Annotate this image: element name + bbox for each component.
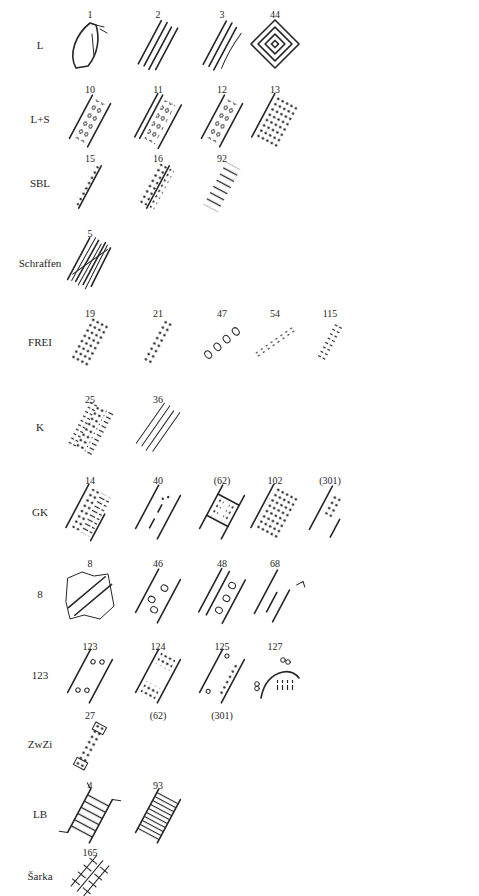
motif-68: [254, 568, 306, 628]
callout-number: 44: [270, 9, 280, 20]
callout-number: 124: [151, 641, 166, 652]
row-label: L+S: [30, 113, 49, 125]
motif-62: [200, 484, 245, 539]
callout-number: 47: [217, 308, 227, 319]
callout-number: 11: [153, 84, 163, 95]
motif-46: [136, 568, 181, 623]
row-label: 123: [32, 669, 49, 681]
row-label: ZwZi: [28, 738, 52, 750]
row-label: L: [37, 39, 44, 51]
callout-number: 19: [85, 308, 95, 319]
callout-number: 14: [85, 475, 95, 486]
callout-number: 68: [270, 558, 280, 569]
callout-number: 5: [88, 228, 93, 239]
motif-11: [135, 93, 181, 149]
callout-number: 27: [85, 710, 95, 721]
callout-number: (301): [211, 710, 233, 721]
motif-93: [136, 788, 181, 843]
row-label: SBL: [30, 177, 50, 189]
motif-40: [136, 484, 181, 539]
motif-124: [136, 648, 181, 703]
motif-301: [309, 486, 351, 540]
callout-number: 10: [85, 84, 95, 95]
motif-12: [201, 94, 242, 148]
row-label: GK: [32, 506, 48, 518]
motif-115: [317, 322, 343, 361]
motif-127: [255, 658, 299, 698]
motif-54: [254, 326, 296, 358]
callout-number: 102: [268, 475, 283, 486]
callout-number: 46: [153, 558, 163, 569]
callout-number: 25: [85, 394, 95, 405]
motif-2: [138, 20, 177, 73]
callout-number: 3: [220, 9, 225, 20]
motif-5: [68, 235, 113, 290]
motif-16: [137, 161, 175, 212]
callout-number: 4: [88, 780, 93, 791]
row-label: K: [36, 421, 44, 433]
callout-number: (62): [150, 710, 167, 721]
callout-number: 165: [83, 847, 98, 858]
callout-number: 13: [270, 84, 280, 95]
row-label: LB: [33, 808, 47, 820]
motif-25: [68, 401, 113, 456]
callout-number: 125: [215, 641, 230, 652]
callout-number: 93: [153, 780, 163, 791]
callout-number: 1: [88, 9, 93, 20]
row-label: FREI: [28, 336, 52, 348]
motif-165: [68, 853, 112, 896]
callout-number: 54: [270, 308, 280, 319]
callout-number: 21: [153, 308, 163, 319]
motif-123: [68, 648, 113, 703]
callout-number: 16: [153, 153, 163, 164]
motif-21: [142, 318, 174, 367]
callout-number: 127: [268, 641, 283, 652]
callout-number: 123: [83, 641, 98, 652]
motif-44: [251, 20, 299, 68]
callout-number: 2: [156, 9, 161, 20]
callout-number: 40: [153, 475, 163, 486]
motif-19: [70, 316, 110, 368]
callout-number: 8: [88, 558, 93, 569]
motif-48: [199, 568, 245, 624]
callout-number: (62): [214, 475, 231, 486]
callout-number: 92: [217, 153, 227, 164]
row-label: Schraffen: [19, 257, 62, 269]
motif-3: [203, 20, 243, 73]
callout-number: (301): [319, 475, 341, 486]
motif-92: [204, 162, 241, 212]
callout-number: 15: [85, 153, 95, 164]
motif-125: [200, 648, 245, 703]
motif-10: [69, 94, 110, 148]
callout-number: 48: [217, 558, 227, 569]
motif-8: [66, 572, 114, 619]
motif-27: [73, 722, 106, 770]
motif-14: [66, 484, 114, 540]
motif-36: [136, 402, 179, 453]
motif-15: [73, 163, 101, 208]
callout-number: 36: [153, 394, 163, 405]
row-label: 8: [37, 588, 43, 600]
row-label: Šarka: [27, 870, 52, 882]
callout-number: 12: [217, 84, 227, 95]
motif-47: [203, 326, 240, 359]
motif-4: [59, 782, 121, 850]
motif-13: [252, 94, 299, 150]
callout-number: 115: [323, 308, 338, 319]
motif-102: [251, 484, 299, 540]
motif-1: [73, 23, 107, 68]
